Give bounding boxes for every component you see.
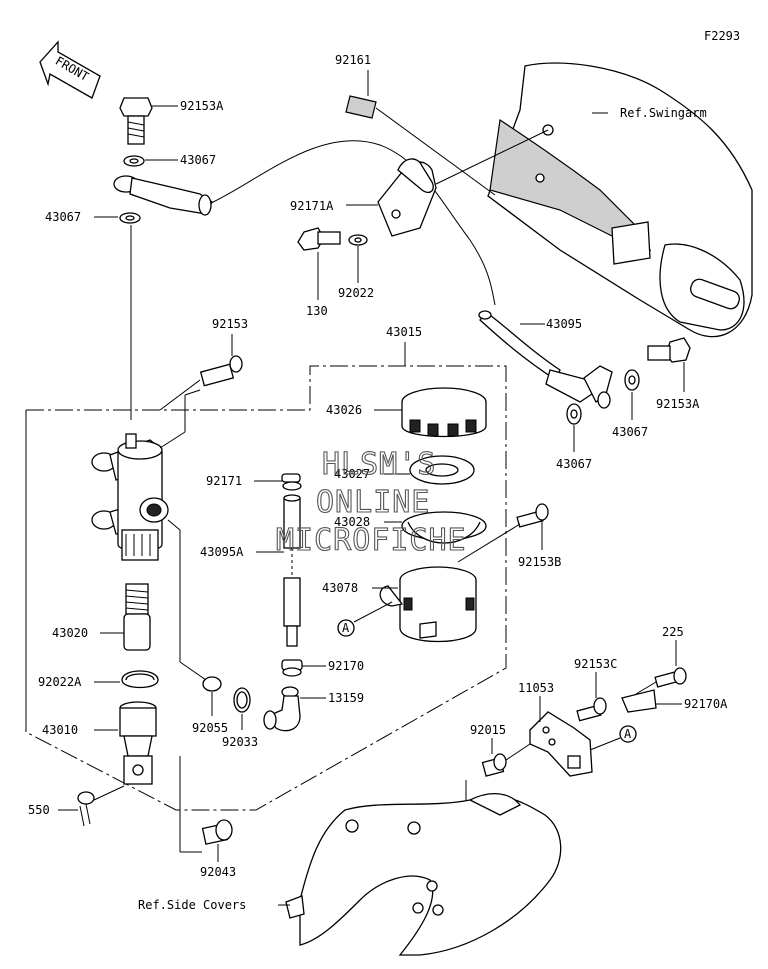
- banjo-fitting: [113, 175, 213, 216]
- part-label-550: 550: [28, 803, 50, 817]
- bolt-92153: [199, 355, 243, 387]
- part-label-43078: 43078: [322, 581, 358, 595]
- callout-a-left: [337, 619, 355, 637]
- spring-43020: [123, 583, 151, 651]
- ref-side-covers-label: Ref.Side Covers: [138, 898, 246, 912]
- clamp-92171A: [377, 158, 437, 237]
- clip-92170: [281, 659, 303, 677]
- part-label-92171: 92171: [206, 474, 242, 488]
- part-label-92171A: 92171A: [290, 199, 334, 213]
- ref-swingarm-label: Ref.Swingarm: [620, 106, 707, 120]
- part-label-43067-c: 43067: [612, 425, 648, 439]
- hose-43095A: [283, 494, 301, 647]
- part-label-43010: 43010: [42, 723, 78, 737]
- pushrod-43010: [119, 701, 157, 785]
- part-label-11053: 11053: [518, 681, 554, 695]
- watermark-line-3: MICROFICHE: [276, 523, 467, 558]
- bracket-11053: [529, 711, 593, 777]
- part-label-92033: 92033: [222, 735, 258, 749]
- part-label-43020: 43020: [52, 626, 88, 640]
- part-label-92153A-top: 92153A: [180, 99, 224, 113]
- pin-92043: [201, 819, 233, 845]
- callout-a-right-label: A: [624, 727, 632, 741]
- bolt-130: [297, 227, 341, 251]
- part-label-43095A: 43095A: [200, 545, 244, 559]
- cotter-pin-550: [77, 791, 95, 827]
- part-label-92153B: 92153B: [518, 555, 561, 569]
- collar-92015: [481, 753, 507, 777]
- bolt-92153A-right: [647, 337, 691, 363]
- side-cover-illustration: [285, 793, 562, 956]
- part-label-225: 225: [662, 625, 684, 639]
- part-label-13159: 13159: [328, 691, 364, 705]
- part-label-92153C: 92153C: [574, 657, 617, 671]
- part-label-92153A-right: 92153A: [656, 397, 700, 411]
- part-label-43015: 43015: [386, 325, 422, 339]
- part-label-43067-d: 43067: [556, 457, 592, 471]
- part-label-43026: 43026: [326, 403, 362, 417]
- watermark-line-2: ONLINE: [316, 485, 430, 520]
- part-label-92055: 92055: [192, 721, 228, 735]
- part-label-43067-b: 43067: [45, 210, 81, 224]
- part-label-92015: 92015: [470, 723, 506, 737]
- part-label-43027: 43027: [334, 467, 370, 481]
- hose-43095: [478, 310, 613, 409]
- part-label-130: 130: [306, 304, 328, 318]
- part-label-92161: 92161: [335, 53, 371, 67]
- watermark-line-1: HLSM'S: [322, 447, 436, 482]
- figure-code: F2293: [704, 29, 740, 43]
- watermark: HLSM'S ONLINE MICROFICHE: [275, 446, 467, 558]
- part-label-43067-a: 43067: [180, 153, 216, 167]
- front-arrow-icon: FRONT: [39, 40, 101, 99]
- part-label-92022: 92022: [338, 286, 374, 300]
- clip-92171: [281, 473, 302, 491]
- swingarm-illustration: [487, 62, 753, 338]
- part-label-92170A: 92170A: [684, 697, 728, 711]
- bolt-92153C: [576, 697, 607, 722]
- part-label-92022A: 92022A: [38, 675, 82, 689]
- master-cylinder-body: [91, 433, 169, 561]
- part-label-92153: 92153: [212, 317, 248, 331]
- callout-a-right: [619, 725, 637, 743]
- part-label-92043: 92043: [200, 865, 236, 879]
- part-label-92170: 92170: [328, 659, 364, 673]
- part-label-43095: 43095: [546, 317, 582, 331]
- bolt-92153A-top: [119, 97, 153, 145]
- reservoir-43078: [379, 566, 477, 643]
- part-label-43028: 43028: [334, 515, 370, 529]
- reservoir-cap-43026: [401, 387, 487, 438]
- elbow-13159: [263, 686, 301, 732]
- bolt-92153B: [516, 503, 549, 528]
- callout-a-left-label: A: [342, 621, 350, 635]
- bolt-225: [654, 667, 687, 688]
